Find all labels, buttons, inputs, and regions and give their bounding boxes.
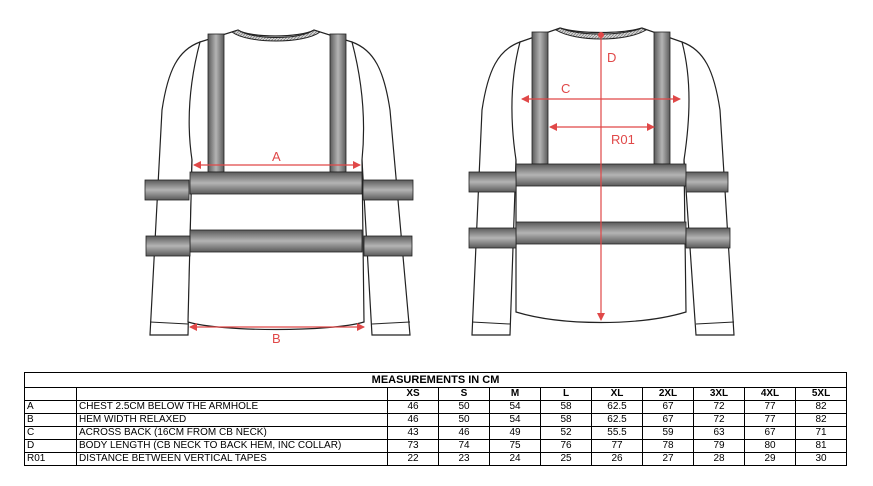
front-lower-body-tape [189, 229, 363, 253]
row-value: 82 [794, 413, 848, 427]
front-vertical-tape-right [329, 33, 347, 173]
row-value: 49 [489, 426, 541, 440]
row-value: 77 [591, 439, 643, 453]
row-value: 78 [642, 439, 694, 453]
row-value: 80 [744, 439, 796, 453]
row-description: BODY LENGTH (CB NECK TO BACK HEM, INC CO… [76, 439, 388, 453]
row-value: 67 [642, 413, 694, 427]
table-row: D BODY LENGTH (CB NECK TO BACK HEM, INC … [24, 439, 848, 453]
back-vertical-tape-right [653, 31, 671, 165]
front-left-sleeve-lower-tape [145, 235, 191, 257]
row-description: ACROSS BACK (16CM FROM CB NECK) [76, 426, 388, 440]
measure-label-b: B [272, 331, 281, 346]
size-header: XS [387, 387, 439, 401]
row-value: 71 [794, 426, 848, 440]
row-value: 67 [744, 426, 796, 440]
row-value: 28 [693, 452, 745, 466]
front-vertical-tape-left [207, 33, 225, 173]
row-value: 52 [540, 426, 592, 440]
row-value: 62.5 [591, 400, 643, 414]
back-right-sleeve-upper-tape [685, 171, 729, 193]
row-value: 76 [540, 439, 592, 453]
row-value: 54 [489, 400, 541, 414]
back-vertical-tape-left [531, 31, 549, 165]
row-value: 29 [744, 452, 796, 466]
row-description: DISTANCE BETWEEN VERTICAL TAPES [76, 452, 388, 466]
size-header: XL [591, 387, 643, 401]
table-title: MEASUREMENTS IN CM [23, 372, 848, 388]
row-value: 82 [794, 400, 848, 414]
row-value: 55.5 [591, 426, 643, 440]
size-header-row: XS S M L XL 2XL 3XL 4XL 5XL [24, 387, 848, 401]
row-code: B [24, 413, 77, 427]
size-header: S [438, 387, 490, 401]
row-value: 30 [794, 452, 848, 466]
row-value: 72 [693, 400, 745, 414]
row-code: C [24, 426, 77, 440]
row-value: 43 [387, 426, 439, 440]
header-blank-desc [76, 387, 388, 401]
row-value: 54 [489, 413, 541, 427]
row-value: 23 [438, 452, 490, 466]
row-value: 75 [489, 439, 541, 453]
back-left-sleeve-lower-tape [468, 227, 517, 249]
back-collar [554, 27, 648, 40]
row-value: 25 [540, 452, 592, 466]
row-value: 46 [438, 426, 490, 440]
measure-label-d: D [607, 50, 617, 65]
front-upper-body-tape [189, 171, 363, 195]
row-value: 63 [693, 426, 745, 440]
row-value: 59 [642, 426, 694, 440]
row-value: 62.5 [591, 413, 643, 427]
back-right-sleeve-lower-tape [685, 227, 731, 249]
front-collar [230, 29, 322, 42]
table-row: B HEM WIDTH RELAXED 46 50 54 58 62.5 67 … [24, 413, 848, 427]
front-left-sleeve-upper-tape [144, 179, 190, 201]
row-code: R01 [24, 452, 77, 466]
row-value: 77 [744, 413, 796, 427]
row-value: 58 [540, 413, 592, 427]
row-value: 50 [438, 413, 490, 427]
row-value: 72 [693, 413, 745, 427]
table-row: R01 DISTANCE BETWEEN VERTICAL TAPES 22 2… [24, 452, 848, 466]
measurements-table: MEASUREMENTS IN CM XS S M L XL 2XL 3XL 4… [23, 372, 848, 466]
size-header: M [489, 387, 541, 401]
row-value: 27 [642, 452, 694, 466]
measure-label-a: A [272, 149, 281, 164]
row-value: 26 [591, 452, 643, 466]
row-value: 24 [489, 452, 541, 466]
row-value: 46 [387, 400, 439, 414]
row-value: 58 [540, 400, 592, 414]
front-view [144, 29, 414, 336]
row-value: 81 [794, 439, 848, 453]
garment-drawings [144, 27, 735, 336]
row-value: 50 [438, 400, 490, 414]
size-header: L [540, 387, 592, 401]
row-description: CHEST 2.5CM BELOW THE ARMHOLE [76, 400, 388, 414]
size-header: 4XL [744, 387, 796, 401]
size-header: 3XL [693, 387, 745, 401]
row-value: 22 [387, 452, 439, 466]
row-code: D [24, 439, 77, 453]
front-right-sleeve-lower-tape [363, 235, 413, 257]
measure-label-r01: R01 [611, 132, 635, 147]
table-row: C ACROSS BACK (16CM FROM CB NECK) 43 46 … [24, 426, 848, 440]
row-description: HEM WIDTH RELAXED [76, 413, 388, 427]
row-value: 74 [438, 439, 490, 453]
back-view [468, 27, 735, 336]
row-value: 77 [744, 400, 796, 414]
table-row: A CHEST 2.5CM BELOW THE ARMHOLE 46 50 54… [24, 400, 848, 414]
measure-label-c: C [561, 81, 571, 96]
row-value: 67 [642, 400, 694, 414]
front-right-sleeve-upper-tape [362, 179, 414, 201]
back-left-sleeve-upper-tape [468, 171, 517, 193]
size-header: 5XL [794, 387, 848, 401]
row-code: A [24, 400, 77, 414]
header-blank-code [24, 387, 77, 401]
row-value: 73 [387, 439, 439, 453]
row-value: 46 [387, 413, 439, 427]
size-header: 2XL [642, 387, 694, 401]
row-value: 79 [693, 439, 745, 453]
